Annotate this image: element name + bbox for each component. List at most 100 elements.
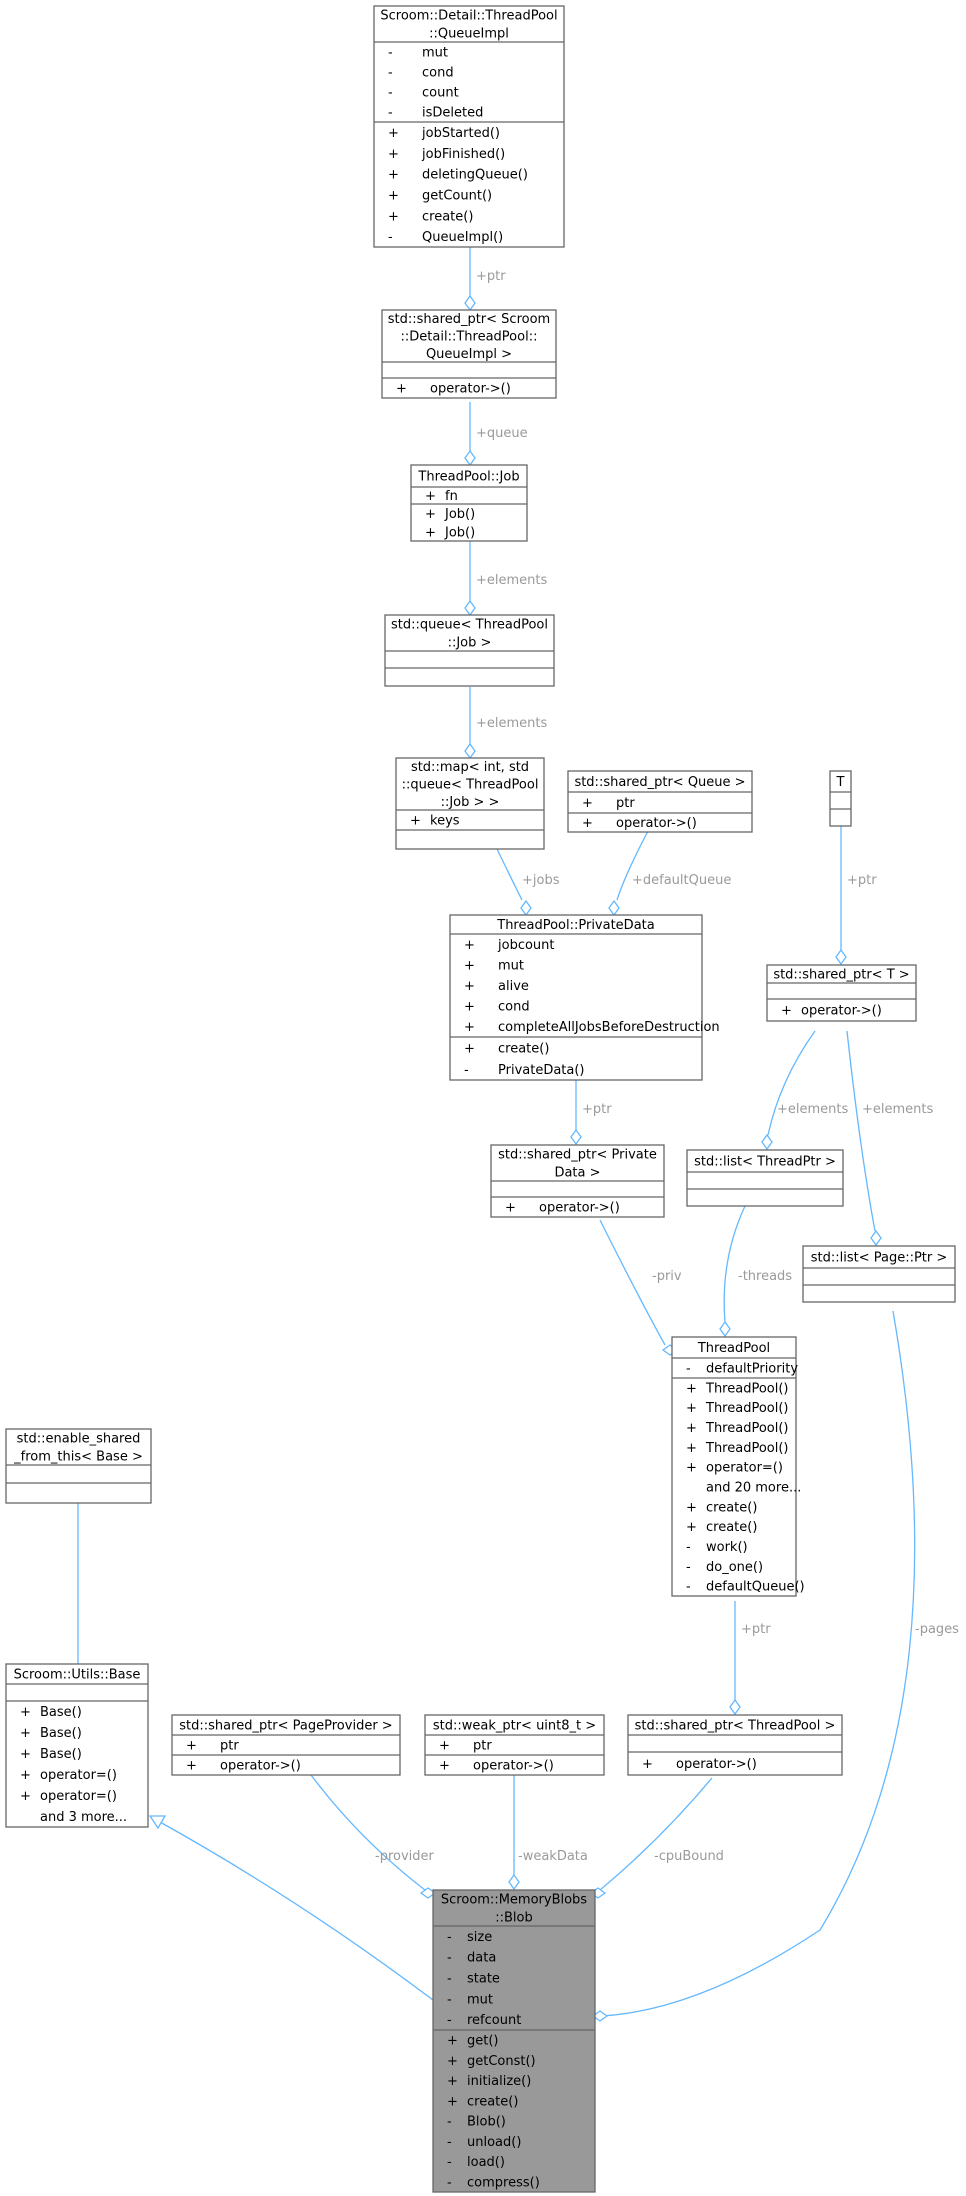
class-node-blob[interactable]: Scroom::MemoryBlobs::Blob-size-data-stat… xyxy=(432,1889,596,2193)
attribute-name: keys xyxy=(430,814,460,829)
method-visibility: + xyxy=(20,1726,31,1741)
class-node-map_queue[interactable]: std::map< int, std::queue< ThreadPool::J… xyxy=(395,757,545,850)
class-title: std::list< Page::Ptr > xyxy=(811,1251,948,1266)
method-visibility: + xyxy=(20,1768,31,1783)
method-name: operator=() xyxy=(706,1461,783,1476)
method-name: Base() xyxy=(40,1726,82,1741)
class-node-sp_queue[interactable]: std::shared_ptr< Queue >+ptr+operator->(… xyxy=(567,770,753,833)
class-node-sp_privatedata[interactable]: std::shared_ptr< PrivateData >+operator-… xyxy=(490,1144,665,1218)
method-name: ThreadPool() xyxy=(705,1441,789,1456)
edge-label: -cpuBound xyxy=(654,1849,724,1864)
method-name: operator->() xyxy=(220,1759,301,1774)
class-node-threadpool[interactable]: ThreadPool-defaultPriority+ThreadPool()+… xyxy=(671,1336,805,1597)
class-title: ThreadPool::Job xyxy=(417,470,519,485)
edge-e_provider: -provider xyxy=(310,1774,437,1899)
method-visibility: + xyxy=(781,1004,792,1019)
method-name: create() xyxy=(467,2094,518,2109)
method-visibility: - xyxy=(447,2155,452,2170)
class-node-T[interactable]: T xyxy=(829,770,852,827)
edge-label: +ptr xyxy=(741,1622,771,1637)
class-node-wp_uint8[interactable]: std::weak_ptr< uint8_t >+ptr+operator->(… xyxy=(424,1714,605,1776)
edge-label: +elements xyxy=(476,716,547,731)
method-name: Base() xyxy=(40,1747,82,1762)
aggregation-diamond-icon xyxy=(464,742,476,760)
method-name: getConst() xyxy=(467,2054,536,2069)
method-visibility: - xyxy=(464,1063,469,1078)
class-title: ::QueueImpl xyxy=(429,27,509,42)
attribute-visibility: - xyxy=(447,1930,452,1945)
aggregation-diamond-icon xyxy=(870,1229,882,1247)
class-node-sp_queueimpl[interactable]: std::shared_ptr< Scroom::Detail::ThreadP… xyxy=(381,309,557,399)
attribute-visibility: + xyxy=(464,958,475,973)
class-title: std::shared_ptr< ThreadPool > xyxy=(635,1719,836,1734)
edge-e_elements_queue: +elements xyxy=(464,687,547,760)
edge-e_elements_job: +elements xyxy=(464,539,547,617)
edge-e_ptr_privatedata: +ptr xyxy=(570,1080,612,1146)
class-node-privatedata[interactable]: ThreadPool::PrivateData+jobcount+mut+ali… xyxy=(449,914,720,1081)
attribute-visibility: + xyxy=(464,1020,475,1035)
class-node-job[interactable]: ThreadPool::Job+fn+Job()+Job() xyxy=(410,464,528,542)
method-name: QueueImpl() xyxy=(422,230,503,245)
edge-line xyxy=(599,1777,713,1891)
class-box xyxy=(381,309,557,399)
aggregation-diamond-icon xyxy=(608,899,620,917)
edge-e_ptr_queueimpl: +ptr xyxy=(464,247,506,312)
method-name: create() xyxy=(706,1500,757,1515)
method-visibility: + xyxy=(447,2054,458,2069)
method-visibility: + xyxy=(447,2034,458,2049)
method-name: operator->() xyxy=(801,1004,882,1019)
class-node-base[interactable]: Scroom::Utils::Base+Base()+Base()+Base()… xyxy=(5,1663,149,1828)
class-box xyxy=(424,1714,605,1776)
edges-layer: +ptr+queue+elements+elements+jobs+defaul… xyxy=(72,247,959,2022)
class-node-enable_shared[interactable]: std::enable_shared_from_this< Base > xyxy=(5,1428,152,1504)
edge-label: -priv xyxy=(652,1269,682,1284)
class-box xyxy=(802,1245,956,1303)
method-name: PrivateData() xyxy=(498,1063,585,1078)
method-name: create() xyxy=(706,1520,757,1535)
attribute-visibility: - xyxy=(447,1951,452,1966)
edge-line xyxy=(599,1219,666,1346)
attribute-visibility: + xyxy=(464,979,475,994)
class-node-sp_threadpool[interactable]: std::shared_ptr< ThreadPool >+operator->… xyxy=(627,1714,843,1776)
inheritance-blob-from-base xyxy=(148,1815,434,2001)
attribute-visibility: - xyxy=(447,1972,452,1987)
class-title: Scroom::MemoryBlobs xyxy=(441,1893,587,1908)
class-node-queue_job[interactable]: std::queue< ThreadPool::Job > xyxy=(384,614,555,687)
attribute-name: fn xyxy=(445,489,458,504)
method-name: operator->() xyxy=(473,1759,554,1774)
method-visibility: + xyxy=(439,1759,450,1774)
method-name: unload() xyxy=(467,2135,521,2150)
class-node-list_threadptr[interactable]: std::list< ThreadPtr > xyxy=(686,1149,844,1207)
attribute-name: ptr xyxy=(220,1739,239,1754)
edge-e_jobs: +jobs xyxy=(496,848,560,917)
method-name: jobStarted() xyxy=(421,126,500,141)
class-node-list_pageptr[interactable]: std::list< Page::Ptr > xyxy=(802,1245,956,1303)
method-name: do_one() xyxy=(706,1560,763,1575)
class-node-sp_pageprovider[interactable]: std::shared_ptr< PageProvider >+ptr+oper… xyxy=(171,1714,401,1776)
attribute-visibility: - xyxy=(388,106,393,121)
attribute-name: cond xyxy=(498,1000,530,1015)
attribute-visibility: - xyxy=(388,86,393,101)
method-visibility: + xyxy=(686,1441,697,1456)
class-title: ::Blob xyxy=(495,1911,533,1926)
method-name: ThreadPool() xyxy=(705,1401,789,1416)
method-name: and 3 more... xyxy=(40,1810,127,1825)
edge-label: +elements xyxy=(777,1102,848,1117)
method-name: operator->() xyxy=(430,382,511,397)
attribute-name: ptr xyxy=(473,1739,492,1754)
class-title: QueueImpl > xyxy=(426,347,512,362)
edge-label: +ptr xyxy=(582,1102,612,1117)
class-node-sp_T[interactable]: std::shared_ptr< T >+operator->() xyxy=(766,964,917,1022)
method-visibility: + xyxy=(20,1789,31,1804)
class-title: Scroom::Detail::ThreadPool xyxy=(380,9,557,24)
class-box xyxy=(449,914,703,1081)
class-box xyxy=(373,5,565,248)
edge-label: +elements xyxy=(862,1102,933,1117)
attribute-visibility: + xyxy=(410,814,421,829)
class-box xyxy=(395,757,545,850)
class-node-queueimpl[interactable]: Scroom::Detail::ThreadPool::QueueImpl-mu… xyxy=(373,5,565,248)
class-title: ThreadPool::PrivateData xyxy=(496,918,654,933)
edge-e_elements_threadptr: +elements xyxy=(761,1030,848,1151)
method-visibility: + xyxy=(396,382,407,397)
method-name: Blob() xyxy=(467,2115,506,2130)
